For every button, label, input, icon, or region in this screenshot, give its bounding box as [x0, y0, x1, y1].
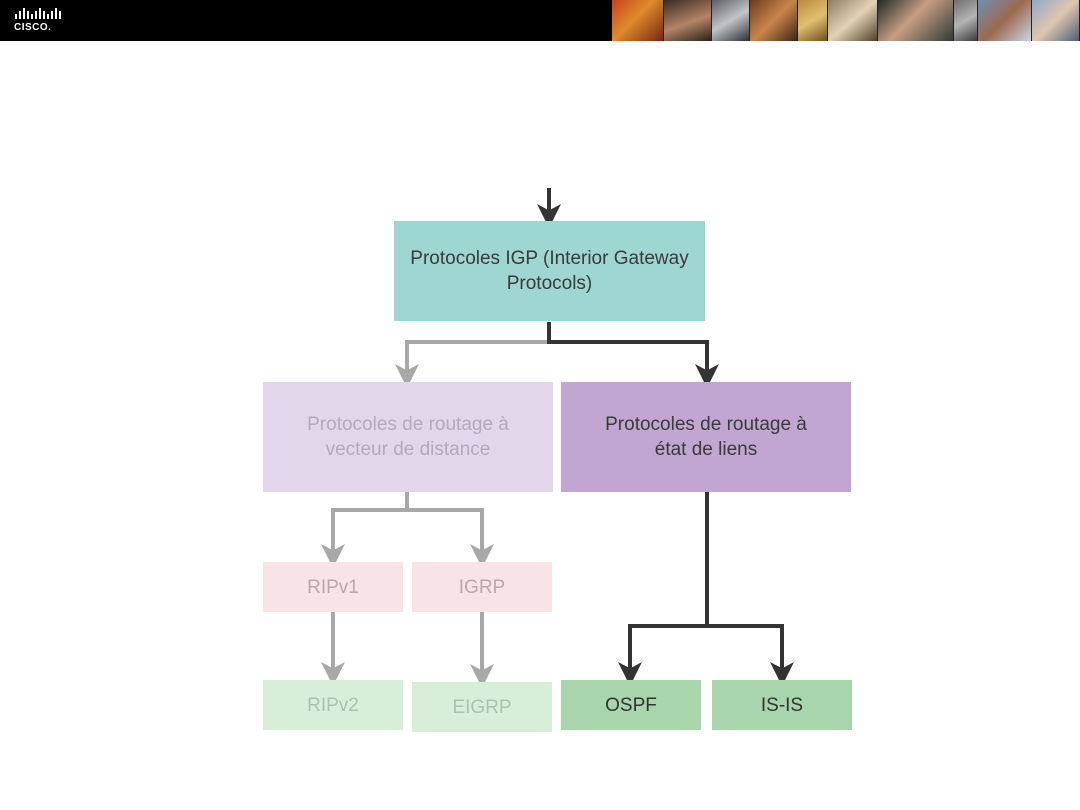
photo-strip: [612, 0, 1080, 41]
header-photo: [828, 0, 878, 41]
ripv2-box: RIPv2: [263, 680, 403, 730]
is-is-box: IS-IS: [712, 680, 852, 730]
connector-igp-to-link-state: [547, 322, 719, 388]
header-photo: [664, 0, 712, 41]
eigrp-box: EIGRP: [412, 682, 552, 732]
igrp-box: IGRP: [412, 562, 552, 612]
distance-vector-protocols-box: Protocoles de routage à vecteur de dista…: [263, 382, 553, 492]
ospf-box: OSPF: [561, 680, 701, 730]
connector-distance-vector-to-igrp: [407, 508, 494, 568]
cisco-bridge-icon: [15, 8, 61, 19]
connector-link-state-to-isis: [707, 624, 794, 686]
cisco-logo: CISCO.: [14, 7, 64, 35]
header-photo: [612, 0, 664, 41]
connector-link-state-to-ospf: [618, 492, 709, 686]
igp-protocols-box: Protocoles IGP (Interior Gateway Protoco…: [394, 221, 705, 321]
header-photo: [954, 0, 978, 41]
ripv1-box: RIPv1: [263, 562, 403, 612]
header-bar: CISCO.: [0, 0, 1080, 41]
cisco-wordmark: CISCO.: [14, 22, 52, 33]
header-photo: [978, 0, 1032, 41]
header-photo: [712, 0, 750, 41]
header-photo: [1032, 0, 1080, 41]
header-photo: [750, 0, 798, 41]
link-state-protocols-box: Protocoles de routage à état de liens: [561, 382, 851, 492]
header-photo: [798, 0, 828, 41]
connector-igp-to-distance-vector: [395, 330, 551, 388]
header-photo: [878, 0, 954, 41]
connector-distance-vector-to-ripv1: [321, 492, 409, 568]
